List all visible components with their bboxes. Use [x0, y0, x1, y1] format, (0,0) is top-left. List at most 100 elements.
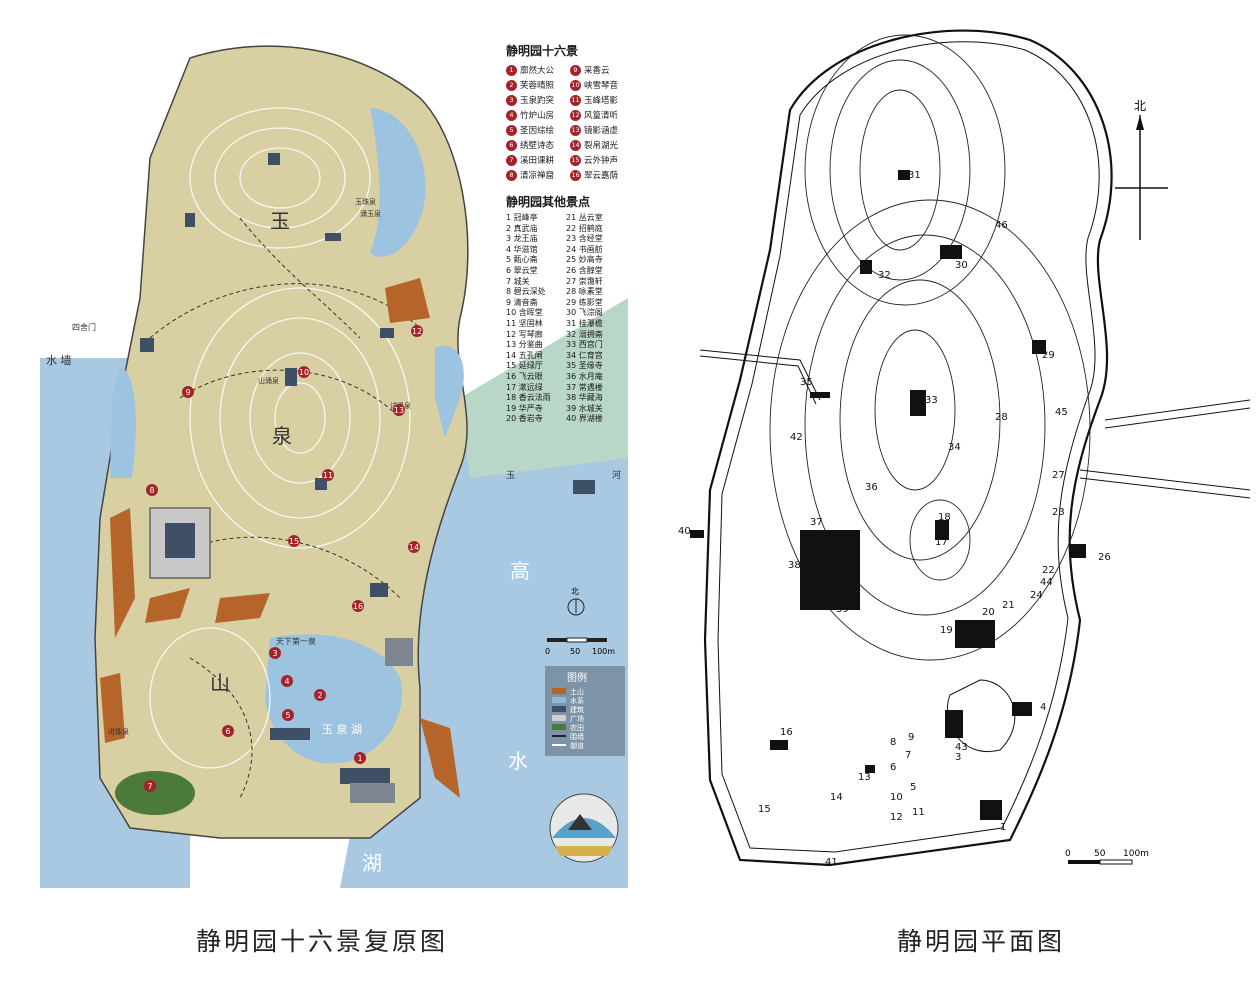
label-river: 河: [612, 469, 621, 481]
other-site-item: 21 丛云室: [566, 213, 603, 222]
scene-marker: 9: [182, 386, 194, 398]
label-gao: 高: [510, 559, 530, 583]
label-shan: 山: [210, 671, 230, 695]
svg-text:6: 6: [225, 727, 230, 736]
label-shanquan: 山涌泉: [258, 376, 279, 385]
scene-number-badge: 10: [570, 80, 581, 91]
other-site-item: 32 溺拥斋: [566, 329, 603, 339]
other-site-item: 28 咏素堂: [566, 287, 603, 297]
scene-name: 玉泉趵突: [520, 96, 555, 106]
scene-name: 风篁清听: [584, 111, 619, 121]
label-yu-river: 玉: [506, 470, 515, 481]
other-site-item: 33 西宫门: [566, 340, 603, 350]
scene-name: 芙蓉晴照: [520, 81, 555, 91]
svg-text:13: 13: [394, 406, 404, 415]
svg-text:北: 北: [1134, 99, 1146, 113]
other-site-item: 19 华严寺: [506, 403, 543, 413]
caption-restoration-map: 静明园十六景复原图: [196, 927, 449, 956]
svg-text:7: 7: [147, 782, 152, 791]
plan-site-number: 35: [800, 377, 813, 388]
garden-outline: [703, 29, 1113, 867]
svg-text:3: 3: [272, 649, 277, 658]
svg-text:围墙: 围墙: [570, 732, 584, 741]
scene-number-badge: 4: [506, 110, 517, 121]
scene-marker: 8: [146, 484, 158, 496]
label-hu: 湖: [362, 851, 382, 875]
scene-number-badge: 9: [570, 65, 581, 76]
scene-marker: 2: [314, 689, 326, 701]
scene-number-badge: 3: [506, 95, 517, 106]
other-site-item: 8 碧云深处: [506, 287, 546, 297]
scene-name: 镜影涵虚: [584, 126, 619, 136]
scene-marker: 10: [298, 366, 310, 378]
north-lake: [370, 108, 426, 257]
label-tianxia: 天下第一泉: [276, 636, 316, 646]
other-site-item: 18 香云法雨: [506, 393, 551, 403]
plan-site-number: 23: [1052, 507, 1065, 518]
scene-marker: 13: [393, 404, 405, 416]
scene-number-badge: 5: [506, 125, 517, 136]
plan-site-number: 22: [1042, 565, 1055, 576]
other-site-item: 11 坚固林: [506, 319, 543, 328]
label-yongyuquan: 涌玉泉: [360, 209, 381, 218]
other-site-item: 10 含晖堂: [506, 308, 543, 318]
east-lake: [435, 346, 464, 438]
other-site-item: 40 界湖楼: [566, 414, 603, 424]
plan-site-number: 37: [810, 517, 823, 528]
buildings: [140, 153, 595, 803]
plan-site-number: 33: [925, 395, 938, 406]
scale-bar: 0 50 100m: [545, 637, 615, 656]
svg-text:0: 0: [545, 647, 550, 656]
scene-name: 裂帛湖光: [584, 141, 619, 151]
svg-text:建筑: 建筑: [570, 705, 584, 714]
label-yu: 玉: [270, 209, 290, 233]
plan-site-number: 1: [1000, 822, 1006, 833]
scene-name: 峡雪琴音: [584, 81, 619, 91]
scene-number-badge: 14: [570, 140, 581, 151]
other-site-item: 27 崇霭轩: [566, 276, 603, 286]
north-east-field: [460, 298, 628, 478]
plan-site-number: 13: [858, 772, 871, 783]
svg-text:土山: 土山: [570, 687, 584, 696]
svg-text:14: 14: [409, 543, 419, 552]
svg-text:0: 0: [1065, 849, 1071, 859]
other-site-item: 35 圣缘寺: [566, 361, 603, 371]
plan-site-number: 31: [908, 170, 921, 181]
caption-plan-map: 静明园平面图: [897, 927, 1066, 956]
scene-number-badge: 15: [570, 155, 581, 166]
other-site-item: 13 分鉴曲: [506, 340, 543, 350]
plan-site-number: 14: [830, 792, 843, 803]
scene-number-badge: 1: [506, 65, 517, 76]
svg-text:50: 50: [570, 647, 580, 656]
svg-text:100m: 100m: [1123, 849, 1149, 859]
svg-text:农田: 农田: [570, 723, 584, 732]
plan-site-number: 15: [758, 804, 771, 815]
scene-marker: 11: [322, 469, 334, 481]
other-site-item: 9 清音斋: [506, 297, 538, 307]
scene-name: 绣壁诗态: [520, 141, 555, 151]
plan-north-arrow: 北: [1115, 99, 1168, 240]
other-site-item: 25 妙高寺: [566, 255, 603, 265]
other-site-item: 16 飞云眼: [506, 372, 543, 381]
svg-text:5: 5: [285, 711, 290, 720]
scene-name: 圣因综绘: [520, 126, 555, 136]
contour-lines: [149, 107, 411, 769]
plan-site-number: 32: [878, 270, 891, 281]
scene-marker: 14: [408, 541, 420, 553]
svg-text:2: 2: [317, 691, 322, 700]
scene-name: 翠云嘉荫: [584, 171, 619, 181]
restoration-map-svg: 玉 泉 山 高 水 湖 玉 泉 湖 水 墙 四舍门 玉 河 天下第一泉 山涌泉 …: [40, 38, 628, 888]
scene-number-badge: 16: [570, 170, 581, 181]
scene-name: 云外钟声: [584, 156, 619, 166]
scene-marker: 16: [352, 600, 364, 612]
other-site-item: 4 华滋馆: [506, 244, 538, 254]
scene-marker: 6: [222, 725, 234, 737]
other-site-item: 15 延绿厅: [506, 361, 543, 371]
scene-marker: 4: [281, 675, 293, 687]
